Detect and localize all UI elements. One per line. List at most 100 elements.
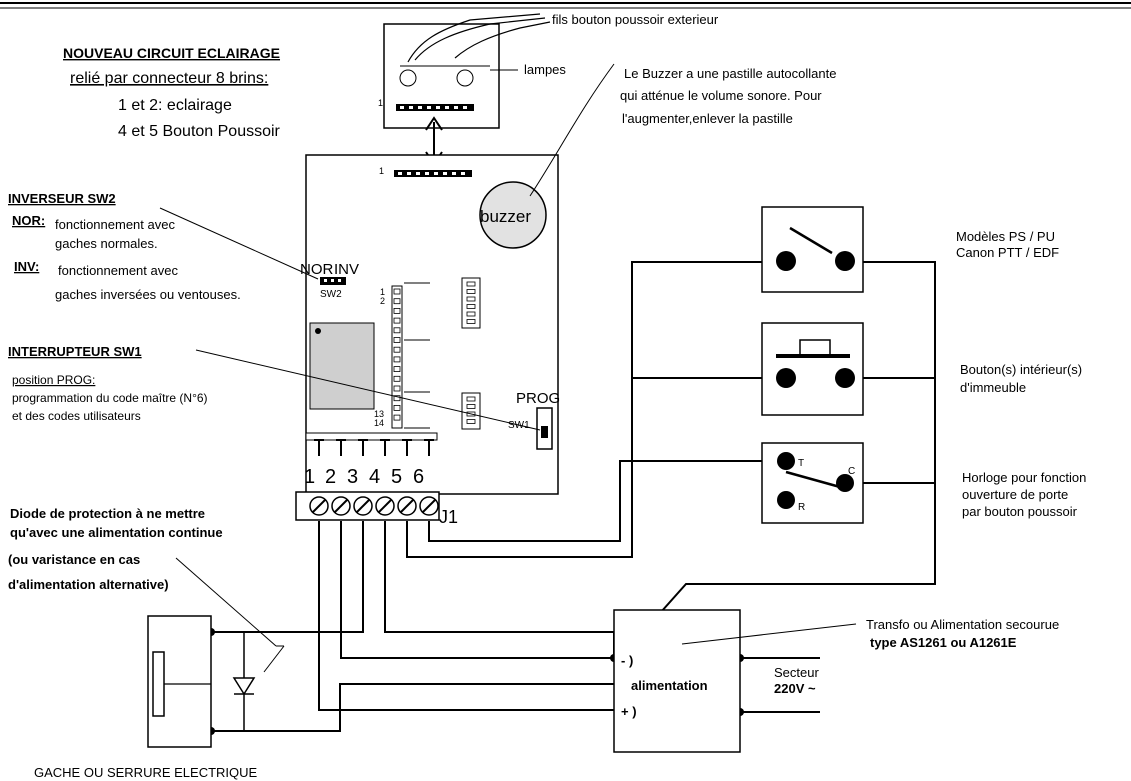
header-pin: [393, 395, 401, 402]
mains-line2: 220V ~: [774, 681, 816, 696]
connector-a-pin: [466, 296, 476, 302]
lighting-title: NOUVEAU CIRCUIT ECLAIRAGE: [63, 45, 280, 61]
diode-line3: (ou varistance en cas: [8, 552, 140, 567]
header-pin13-label: 13: [374, 409, 384, 419]
diode-line2: qu'avec une alimentation continue: [10, 525, 223, 540]
sw2-nor-text1: fonctionnement avec: [55, 217, 175, 232]
header-pin: [393, 404, 401, 411]
ps-pu-line1: Modèles PS / PU: [956, 229, 1055, 244]
transfo-line1: Transfo ou Alimentation secourue: [866, 617, 1059, 632]
connector-a-pin: [466, 311, 476, 317]
header-pin: [393, 307, 401, 314]
clock-line2: ouverture de porte: [962, 487, 1068, 502]
power-label: alimentation: [631, 678, 708, 693]
clock-line1: Horloge pour fonction: [962, 470, 1086, 485]
ps-pu-device: [761, 206, 864, 293]
transfo-pointer: [681, 623, 857, 645]
terminal-3: 3: [347, 466, 358, 488]
screw-slot: [356, 499, 370, 513]
lamp-left: [399, 69, 417, 87]
sw1-text2: et des codes utilisateurs: [12, 409, 141, 423]
power-plus: + ): [621, 704, 637, 719]
sw2-label: SW2: [320, 289, 342, 300]
screw-slot: [400, 499, 414, 513]
sw1-pointer: [195, 349, 541, 431]
terminal-4: 4: [369, 466, 380, 488]
terminal-6: 6: [413, 466, 424, 488]
lamps-label: lampes: [524, 62, 566, 77]
header-pin: [393, 385, 401, 392]
connector-a-pin: [466, 289, 476, 294]
terminal-block-label: J1: [439, 507, 458, 527]
header-pin: [393, 356, 401, 363]
wire-2: [414, 17, 546, 61]
buzzer-note-line3: l'augmenter,enlever la pastille: [622, 111, 793, 126]
wire-3: [454, 21, 551, 59]
sw2-title: INVERSEUR SW2: [8, 191, 116, 206]
button-line1: Bouton(s) intérieur(s): [960, 362, 1082, 377]
sw2-inv-text1: fonctionnement avec: [58, 263, 178, 278]
connector-a-pin: [466, 304, 476, 309]
clock-r-label: R: [798, 502, 805, 513]
header-pin: [393, 414, 401, 421]
header-pin: [393, 337, 401, 343]
connector-a: [461, 277, 481, 329]
header-pin: [393, 366, 401, 373]
terminal-1: 1: [304, 466, 315, 488]
screw-slot: [312, 499, 326, 513]
header-pin: [393, 346, 401, 353]
sw1-position: position PROG:: [12, 373, 95, 387]
lamp-right: [456, 69, 474, 87]
button-line2: d'immeuble: [960, 380, 1026, 395]
buzzer-note-line1: Le Buzzer a une pastille autocollante: [624, 66, 836, 81]
buzzer-note-line2: qui atténue le volume sonore. Pour: [620, 88, 822, 103]
clock-device: [761, 442, 864, 524]
lamp-board: [383, 13, 551, 129]
sw2-nor-text2: gaches normales.: [55, 236, 158, 251]
nor-label: NOR: [300, 261, 334, 278]
prog-label: PROG: [516, 390, 560, 407]
lamp-connector: [396, 104, 474, 111]
connector-b-pin: [466, 404, 476, 409]
strike: [147, 615, 212, 748]
sw1-title: INTERRUPTEUR SW1: [8, 344, 142, 359]
sw2-inv-key: INV:: [14, 259, 39, 274]
buzzer-pointer: [529, 63, 615, 197]
header-pin2-label: 2: [380, 296, 385, 306]
relay: [309, 322, 375, 410]
header-pin: [393, 327, 401, 334]
mains-line1: Secteur: [774, 665, 819, 680]
buzzer-label: buzzer: [480, 207, 531, 226]
sw2-nor-key: NOR:: [12, 213, 45, 228]
main-board: [305, 154, 559, 495]
wire-1: [407, 13, 541, 63]
push-button-device: [761, 322, 864, 416]
sw1-text1: programmation du code maître (N°6): [12, 391, 208, 405]
connector-a-pin: [466, 319, 476, 324]
diode: [232, 632, 256, 731]
header-pin1-label: 1: [380, 287, 385, 297]
screw-slot: [378, 499, 392, 513]
header-pin: [393, 288, 401, 295]
buzzer: [479, 181, 547, 249]
power-supply: [613, 609, 741, 753]
lighting-line2: 1 et 2: eclairage: [118, 97, 232, 114]
power-minus: - ): [621, 653, 633, 668]
sw2-pointer: [159, 207, 319, 280]
board-pin1-label: 1: [379, 166, 384, 176]
connector-b: [461, 392, 481, 430]
header-pin: [393, 375, 401, 382]
connector-a-pin: [466, 281, 476, 287]
connector-b-pin: [466, 419, 476, 424]
diode-line4: d'alimentation alternative): [8, 577, 169, 592]
transfo-line2: type AS1261 ou A1261E: [870, 635, 1017, 650]
clock-t-label: T: [798, 458, 804, 469]
strike-label: GACHE OU SERRURE ELECTRIQUE: [34, 765, 258, 780]
lighting-line1: relié par connecteur 8 brins:: [70, 70, 268, 87]
clock-c-label: C: [848, 466, 855, 477]
screw-slot: [422, 499, 436, 513]
screw-slot: [334, 499, 348, 513]
ps-pu-line2: Canon PTT / EDF: [956, 245, 1059, 260]
header-pin14-label: 14: [374, 418, 384, 428]
